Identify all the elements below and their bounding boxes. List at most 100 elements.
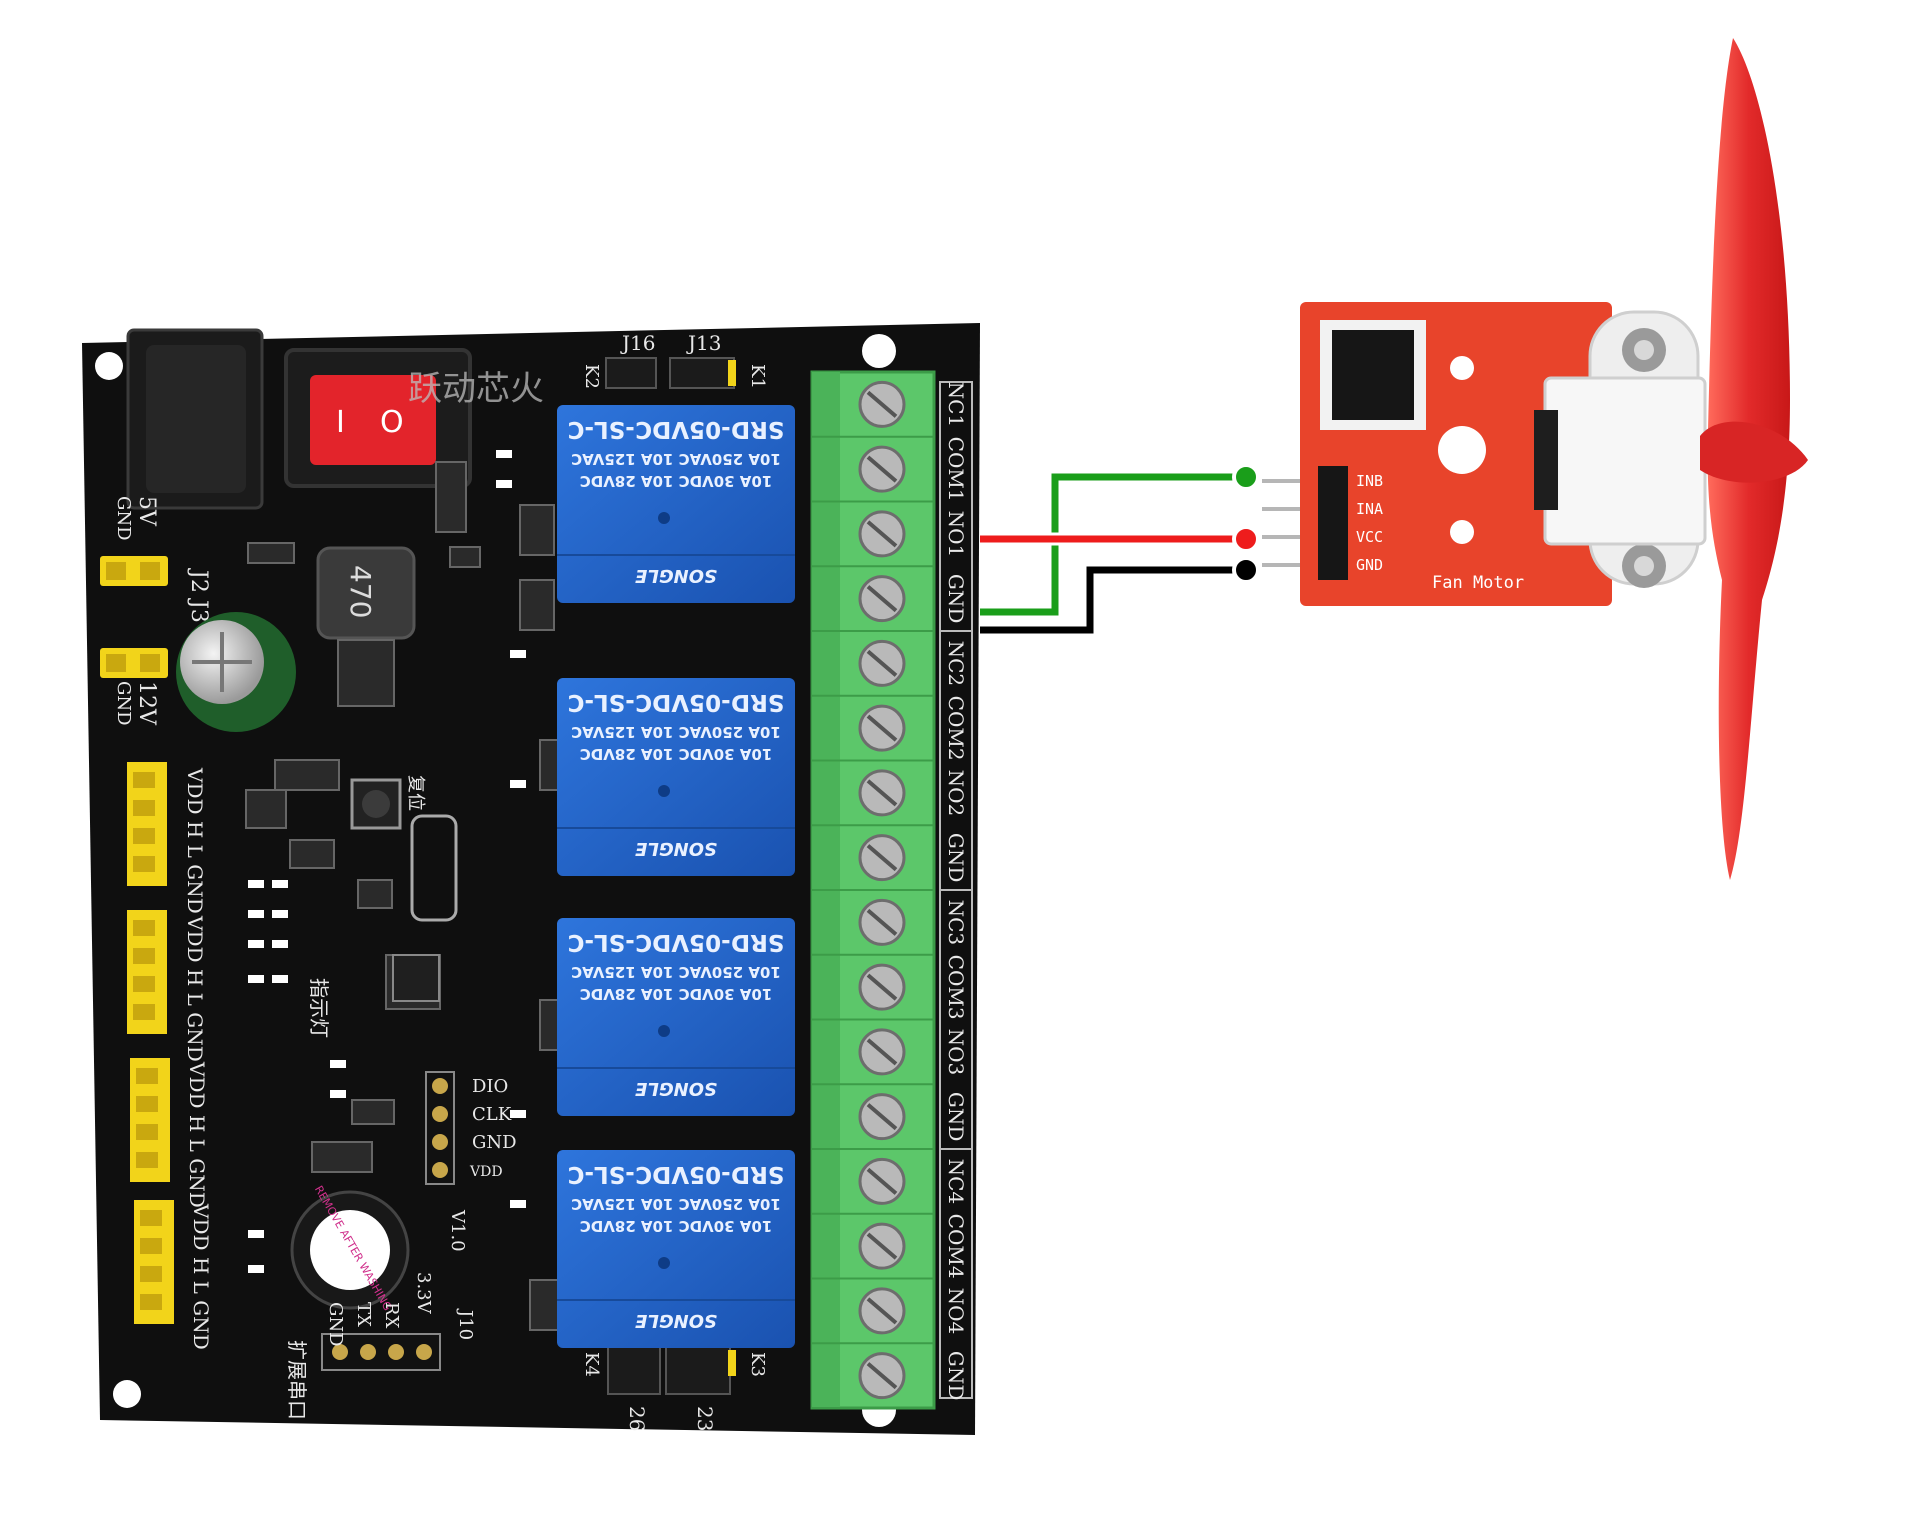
- terminal-screw[interactable]: [812, 380, 934, 438]
- driver-chip: [1332, 330, 1414, 420]
- version-label: V1.0: [447, 1209, 468, 1252]
- voltage-label: 3.3V: [413, 1272, 434, 1315]
- black-wire-endpoint: [1232, 556, 1260, 584]
- debug-header[interactable]: [425, 1071, 455, 1185]
- power-12v-label: 12V GND: [113, 681, 159, 726]
- red-wire-endpoint: [1232, 525, 1260, 553]
- terminal-screw[interactable]: [812, 1157, 934, 1215]
- terminal-label: NC1: [944, 382, 968, 428]
- jumper-26-label: 26: [625, 1406, 649, 1431]
- propeller-hub: [1700, 421, 1808, 483]
- switch-off-symbol: O: [380, 405, 404, 440]
- jumper-j13[interactable]: [669, 357, 736, 389]
- indicator-label: 指示灯: [307, 978, 331, 1038]
- terminal-screw[interactable]: [812, 898, 934, 956]
- connector-j10-label: J10: [455, 1308, 476, 1340]
- debug-pin-dio: DIO: [472, 1076, 508, 1097]
- power-switch[interactable]: [310, 375, 436, 465]
- inductor: [316, 546, 416, 640]
- relay-k2-label: K2: [581, 364, 602, 389]
- terminal-screw[interactable]: [812, 704, 934, 762]
- relay-body: [557, 1150, 795, 1348]
- sensor-header-2-label: VDD H L GND: [183, 915, 207, 1062]
- relay-model: SRD-05VDC-SL-C: [568, 416, 785, 442]
- terminal-label: NO4: [944, 1288, 968, 1335]
- serial-pin-gnd: GND: [325, 1302, 346, 1347]
- resistors: [248, 450, 526, 1273]
- relay-k4-label: K4: [581, 1352, 602, 1377]
- relay-rating-ac: 10A 250VAC 10A 125VAC: [571, 1195, 781, 1213]
- mcu-chip: [392, 954, 440, 1002]
- jumper-j16-label: J16: [620, 331, 655, 355]
- relay-rating-ac: 10A 250VAC 10A 125VAC: [571, 450, 781, 468]
- relay-body: [557, 678, 795, 876]
- terminal-label: NO2: [944, 770, 968, 817]
- relay-board: I O 跃动芯火 5V GND 12V GND J2 J3: [82, 323, 980, 1435]
- relay-model: SRD-05VDC-SL-C: [568, 689, 785, 715]
- relay-rating-dc: 10A 30VDC 10A 28VDC: [580, 1217, 773, 1235]
- terminal-label: GND: [944, 1092, 968, 1142]
- pin-ina-label: INA: [1356, 500, 1383, 518]
- terminal-screw[interactable]: [812, 769, 934, 827]
- sensor-header-2[interactable]: [127, 910, 167, 1034]
- watermark: 跃动芯火: [408, 369, 544, 409]
- relay-model: SRD-05VDC-SL-C: [568, 929, 785, 955]
- terminal-screw[interactable]: [812, 510, 934, 568]
- relay-rating-ac: 10A 250VAC 10A 125VAC: [571, 723, 781, 741]
- power-5v-label: 5V GND: [113, 496, 159, 541]
- serial-header[interactable]: [321, 1333, 441, 1371]
- debug-pin-gnd: GND: [472, 1132, 517, 1153]
- motor-body: [1543, 376, 1707, 546]
- relays: SRD-05VDC-SL-C 10A 250VAC 10A 125VAC 10A 3…: [557, 405, 795, 1348]
- terminal-screw[interactable]: [812, 639, 934, 697]
- power-jumper-12v[interactable]: [100, 648, 168, 678]
- relay-rating-dc: 10A 30VDC 10A 28VDC: [580, 745, 773, 763]
- sensor-header-3[interactable]: [130, 1058, 170, 1182]
- switch-on-symbol: I: [336, 405, 345, 440]
- terminal-label: GND: [944, 1351, 968, 1401]
- terminal-screw[interactable]: [812, 1093, 934, 1150]
- jumper-bottom-left[interactable]: [607, 1345, 661, 1395]
- relay-body: [557, 918, 795, 1116]
- terminal-screw[interactable]: [812, 445, 934, 503]
- terminal-screw[interactable]: [812, 834, 934, 891]
- terminal-screw[interactable]: [812, 575, 934, 632]
- black-wire: [980, 566, 1245, 634]
- terminal-screw[interactable]: [812, 1352, 934, 1409]
- jumper-j16[interactable]: [605, 357, 657, 389]
- terminal-label: COM2: [944, 696, 968, 761]
- relay-body: [557, 405, 795, 603]
- terminal-label: NC4: [944, 1159, 968, 1205]
- serial-pin-rx: RX: [381, 1302, 402, 1329]
- serial-pin-tx: TX: [353, 1302, 374, 1327]
- svg-text:GND: GND: [113, 681, 134, 726]
- relay-4: SRD-05VDC-SL-C 10A 250VAC 10A 125VAC 10A 3…: [557, 1150, 795, 1348]
- svg-text:5V: 5V: [134, 496, 159, 527]
- terminal-screw[interactable]: [812, 1287, 934, 1345]
- wires: [980, 463, 1318, 637]
- module-hole-icon: [1438, 426, 1486, 474]
- relay-2: SRD-05VDC-SL-C 10A 250VAC 10A 125VAC 10A 3…: [557, 678, 795, 876]
- sensor-header-4[interactable]: [134, 1200, 174, 1324]
- terminal-label: GND: [944, 833, 968, 883]
- terminal-screw[interactable]: [812, 1222, 934, 1280]
- svg-text:GND: GND: [113, 496, 134, 541]
- buzzer-sticker: [310, 1210, 390, 1290]
- terminal-labels: NC1COM1NO1GNDNC2COM2NO2GNDNC3COM3NO3GNDN…: [939, 381, 973, 1401]
- jumper-bottom-right[interactable]: [665, 1345, 736, 1395]
- ext-serial-label: 扩展串口: [285, 1340, 309, 1420]
- terminal-screw[interactable]: [812, 1028, 934, 1086]
- terminal-screw[interactable]: [812, 963, 934, 1021]
- sensor-header-1[interactable]: [127, 762, 167, 886]
- module-title: Fan Motor: [1432, 573, 1524, 593]
- black-wire-outline: [980, 563, 1245, 637]
- module-header[interactable]: [1318, 466, 1348, 580]
- relay-model: SRD-05VDC-SL-C: [568, 1161, 785, 1187]
- relay-rating-dc: 10A 30VDC 10A 28VDC: [580, 985, 773, 1003]
- mount-hole-icon: [862, 334, 896, 368]
- motor-end: [1534, 410, 1558, 510]
- relay-k3-label: K3: [747, 1352, 768, 1377]
- power-jumper-5v[interactable]: [100, 556, 168, 586]
